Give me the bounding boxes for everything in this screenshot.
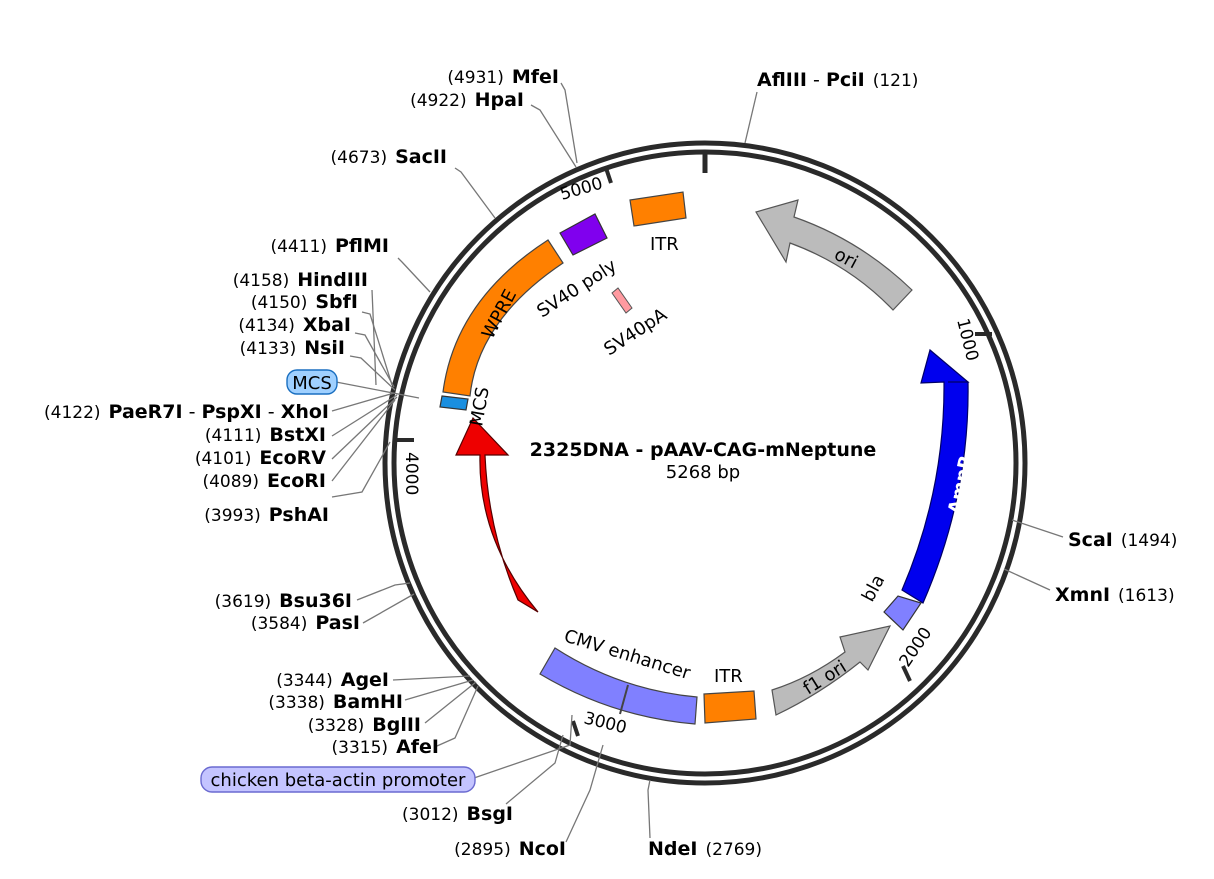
- leader-ndei: [647, 779, 651, 839]
- tick-2000-label: 2000: [896, 624, 937, 671]
- mcs-pill[interactable]: MCS: [286, 369, 338, 395]
- leader-ecori: [331, 399, 396, 482]
- leader-bstxi: [331, 394, 398, 437]
- tick-2000-mark: [901, 665, 912, 682]
- site-xmni[interactable]: XmnI(1613): [1055, 584, 1175, 606]
- feature-mneptune[interactable]: [455, 416, 539, 613]
- site-pasi[interactable]: (3584)PasI: [251, 612, 360, 634]
- feature-ori[interactable]: [755, 199, 913, 311]
- site-hpai[interactable]: (4922)HpaI: [410, 89, 524, 111]
- cba-pill-bg: [200, 766, 476, 793]
- map-title: 2325DNA - pAAV-CAG-mNeptune: [530, 439, 877, 461]
- leader-cba-pill: [473, 714, 573, 779]
- tick-5000-mark: [604, 167, 613, 184]
- feature-sv40-poly[interactable]: [559, 213, 608, 256]
- site-paer7i-pspxi-xhoi[interactable]: (4122)PaeR7I - PspXI - XhoI: [44, 401, 329, 423]
- feature-wpre[interactable]: [442, 239, 564, 397]
- leader-mcs-pill: [335, 381, 420, 399]
- feature-itr-bottom[interactable]: [703, 690, 757, 724]
- site-bglii[interactable]: (3328)BglII: [308, 714, 421, 736]
- site-pflmi[interactable]: (4411)PflMI: [270, 235, 389, 257]
- feature-itr-bottom-label: ITR: [714, 666, 743, 687]
- leader-scai: [1011, 519, 1064, 538]
- site-sbfi[interactable]: (4150)SbfI: [251, 291, 358, 313]
- leader-hpai: [530, 104, 577, 168]
- feature-itr-top[interactable]: [629, 191, 687, 227]
- leader-bglii: [424, 681, 477, 724]
- leader-sbfi: [361, 311, 393, 386]
- leader-mfei: [560, 82, 578, 164]
- leader-nsii: [349, 355, 396, 391]
- tick-5000-label: 5000: [558, 174, 605, 205]
- feature-sv40pa[interactable]: [611, 287, 633, 314]
- leader-xbai: [354, 332, 395, 388]
- leader-bsu36i: [356, 582, 411, 601]
- site-ecorv[interactable]: (4101)EcoRV: [195, 447, 326, 469]
- site-nsii[interactable]: (4133)NsiI: [240, 337, 345, 359]
- site-bstxi[interactable]: (4111)BstXI: [205, 424, 326, 446]
- leader-pasi: [362, 593, 415, 624]
- mcs-pill-bg: [286, 369, 338, 395]
- site-bsu36i[interactable]: (3619)Bsu36I: [215, 590, 352, 612]
- feature-cmv-enhancer[interactable]: [539, 647, 698, 725]
- feature-ampr[interactable]: [901, 348, 970, 604]
- site-afliii-pcii[interactable]: AflIII - PciI(121): [757, 69, 918, 91]
- site-sacii[interactable]: (4673)SacII: [331, 146, 447, 168]
- leader-hindiii: [371, 289, 377, 386]
- site-ecori[interactable]: (4089)EcoRI: [202, 470, 326, 492]
- backbone-outer-ring: [382, 140, 1028, 786]
- mcs-pill-label: MCS: [292, 373, 332, 394]
- leader-pflmi: [397, 257, 431, 293]
- leader-xmni: [1003, 568, 1051, 591]
- tick-1000-label: 1000: [952, 316, 982, 363]
- site-afei[interactable]: (3315)AfeI: [332, 736, 439, 758]
- feature-cmv-divider: [619, 684, 629, 715]
- site-agei[interactable]: (3344)AgeI: [276, 669, 389, 691]
- site-mfei[interactable]: (4931)MfeI: [447, 66, 559, 88]
- site-scai[interactable]: ScaI(1494): [1068, 529, 1177, 551]
- feature-bla[interactable]: [883, 595, 922, 631]
- leader-paer7i: [331, 392, 395, 412]
- feature-mcs[interactable]: [439, 395, 469, 411]
- leader-afliii: [744, 91, 758, 144]
- leader-afei: [436, 685, 479, 747]
- site-ncoi[interactable]: (2895)NcoI: [454, 838, 566, 860]
- leader-lines: [331, 82, 1064, 843]
- leader-bamhi: [404, 679, 474, 701]
- leader-sacii: [454, 167, 496, 219]
- site-bsgi[interactable]: (3012)BsgI: [402, 803, 513, 825]
- leader-bsgi: [505, 734, 564, 805]
- chicken-beta-actin-pill[interactable]: chicken beta-actin promoter: [200, 766, 476, 793]
- feature-itr-top-label: ITR: [650, 234, 679, 255]
- site-bamhi[interactable]: (3338)BamHI: [268, 691, 403, 713]
- leader-pshai: [331, 441, 391, 498]
- leader-agei: [392, 675, 471, 681]
- tick-3000-mark: [571, 720, 580, 737]
- tick-3000-label: 3000: [582, 708, 629, 738]
- cba-pill-label: chicken beta-actin promoter: [211, 770, 467, 791]
- site-hindiii[interactable]: (4158)HindIII: [233, 269, 368, 291]
- leader-ecorv: [331, 396, 398, 460]
- map-subtitle: 5268 bp: [666, 462, 740, 483]
- leader-ncoi: [565, 744, 604, 843]
- site-pshai[interactable]: (3993)PshAI: [204, 504, 329, 526]
- feature-bla-label: bla: [858, 571, 889, 605]
- feature-sv40pa-label: SV40pA: [600, 304, 671, 360]
- site-ndei[interactable]: NdeI(2769): [648, 838, 762, 860]
- site-xbai[interactable]: (4134)XbaI: [238, 314, 351, 336]
- feature-f1-ori-label: f1 ori: [800, 657, 851, 700]
- feature-f1-ori[interactable]: [771, 625, 892, 716]
- tick-4000-label: 4000: [401, 452, 421, 495]
